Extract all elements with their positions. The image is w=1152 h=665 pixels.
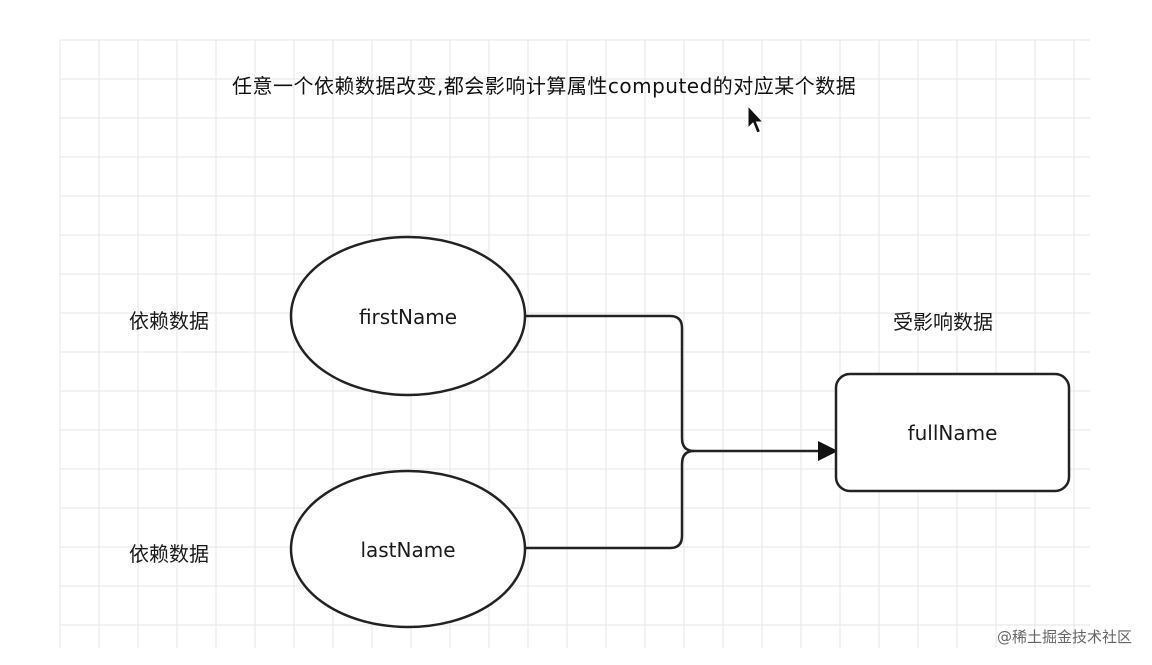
arrowhead-icon	[818, 441, 838, 461]
affected-label: 受影响数据	[893, 310, 993, 334]
mouse-pointer-icon	[747, 104, 765, 134]
background-grid	[59, 39, 1090, 648]
dependency-label-top: 依赖数据	[129, 309, 209, 333]
node-firstname-label: firstName	[358, 305, 458, 329]
node-firstname-ellipse	[289, 235, 527, 397]
node-fullname-label: fullName	[907, 421, 998, 445]
diagram-title: 任意一个依赖数据改变,都会影响计算属性computed的对应某个数据	[232, 74, 857, 98]
connector-firstname-to-fullname	[526, 314, 830, 453]
node-lastname-label: lastName	[360, 538, 456, 562]
watermark: @稀土掘金技术社区	[996, 628, 1132, 646]
node-fullname-box	[834, 372, 1071, 493]
dependency-label-bottom: 依赖数据	[129, 542, 209, 566]
connector-lastname-to-fullname	[526, 449, 695, 550]
node-lastname-ellipse	[289, 469, 527, 629]
